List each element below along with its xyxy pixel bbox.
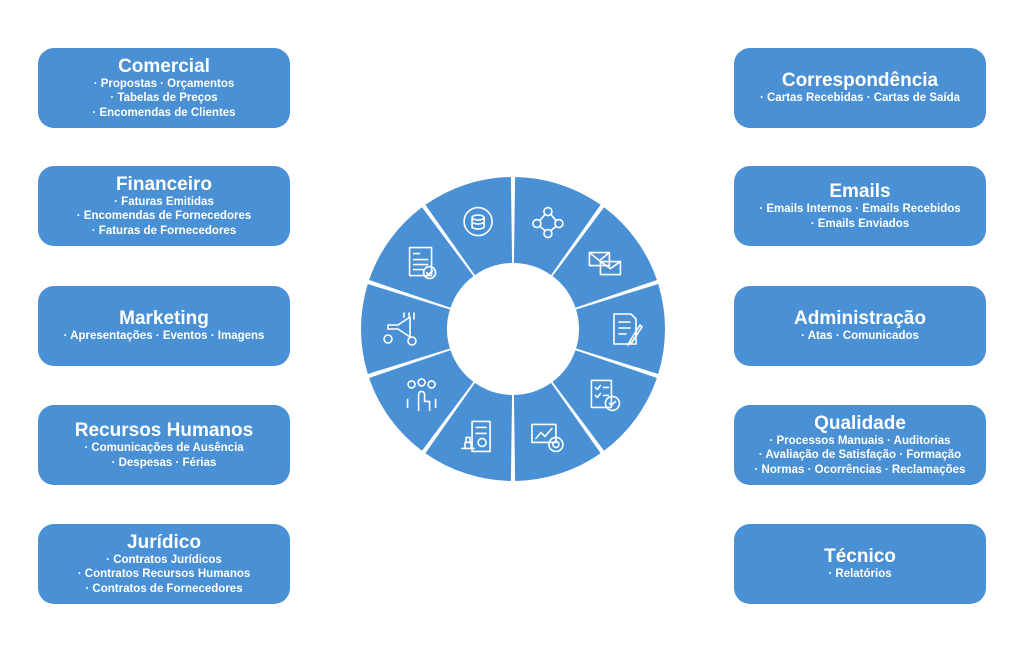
category-item-line: · Emails Internos · Emails Recebidos — [759, 203, 961, 215]
category-item-line: · Encomendas de Clientes — [92, 106, 236, 119]
category-item-line: · Processos Manuais · Auditorias — [769, 434, 951, 447]
category-item-line: · Comunicações de Ausência — [84, 442, 244, 454]
category-item-line: · Tabelas de Preços — [110, 92, 218, 105]
department-wheel — [361, 177, 665, 481]
category-title: Marketing — [119, 308, 209, 330]
wheel-segment — [576, 284, 665, 374]
category-title: Técnico — [824, 546, 896, 568]
category-card-marketing: Marketing· Apresentações · Eventos · Ima… — [38, 286, 290, 366]
wheel-segment — [369, 350, 474, 451]
marketing-megaphone-icon — [383, 312, 417, 346]
category-card-qualidade: Qualidade· Processos Manuais · Auditoria… — [734, 405, 986, 485]
category-item-line: · Atas · Comunicados — [801, 330, 919, 343]
wheel-segment — [513, 177, 601, 276]
category-card-recursos-humanos: Recursos Humanos· Comunicações de Ausênc… — [38, 405, 290, 485]
wheel-segment — [552, 207, 657, 308]
category-title: Comercial — [118, 55, 210, 77]
category-title: Administração — [794, 308, 926, 330]
wheel-segment — [425, 177, 513, 276]
category-item-line: · Apresentações · Eventos · Imagens — [63, 330, 265, 343]
wheel-segment — [425, 382, 513, 481]
technical-report-icon — [531, 423, 564, 453]
category-item-line: · Emails Enviados — [810, 217, 910, 230]
wheel-segment — [513, 382, 601, 481]
category-title: Emails — [829, 181, 891, 202]
category-item-line: · Contratos Jurídicos — [106, 553, 222, 566]
category-item-line: · Contratos de Fornecedores — [85, 582, 243, 595]
document-edit-icon — [613, 313, 643, 346]
category-title: Recursos Humanos — [74, 420, 254, 441]
category-item-line: · Normas · Ocorrências · Reclamações — [754, 463, 966, 476]
category-card-juridico: Jurídico· Contratos Jurídicos · Contratos… — [38, 524, 290, 604]
category-item-line: · Relatórios — [828, 568, 892, 581]
email-exchange-icon — [588, 251, 622, 276]
category-card-tecnico: Técnico· Relatórios — [734, 524, 986, 604]
human-resources-icon — [406, 378, 437, 412]
category-title: Qualidade — [814, 412, 906, 434]
finance-coins-icon — [463, 206, 493, 237]
category-title: Correspondência — [781, 70, 939, 92]
category-card-emails: Emails· Emails Internos · Emails Recebid… — [734, 166, 986, 246]
category-item-line: · Cartas Recebidas · Cartas de Saída — [759, 92, 961, 105]
invoice-euro-icon — [408, 246, 437, 280]
category-item-line: · Encomendas de Fornecedores — [76, 210, 252, 223]
wheel-segment — [361, 284, 450, 374]
category-item-line: · Faturas Emitidas — [114, 195, 214, 208]
organization-network-icon — [532, 206, 564, 239]
category-card-financeiro: Financeiro· Faturas Emitidas · Encomendas… — [38, 166, 290, 246]
category-item-line: · Avaliação de Satisfação · Formação — [758, 449, 962, 462]
category-title: Financeiro — [115, 173, 213, 195]
category-item-line: · Propostas · Orçamentos — [93, 77, 235, 90]
wheel-segment — [369, 207, 474, 308]
category-item-line: · Contratos Recursos Humanos — [77, 568, 251, 581]
category-card-administracao: Administração· Atas · Comunicados — [734, 286, 986, 366]
category-item-line: · Despesas · Férias — [111, 456, 217, 469]
wheel-segment — [552, 350, 657, 451]
quality-checklist-icon — [590, 379, 621, 412]
category-card-correspondencia: Correspondência· Cartas Recebidas · Cart… — [734, 48, 986, 128]
category-title: Jurídico — [127, 531, 201, 553]
legal-contract-stamp-icon — [461, 420, 491, 453]
category-card-comercial: Comercial· Propostas · Orçamentos · Tabel… — [38, 48, 290, 128]
category-item-line: · Faturas de Fornecedores — [91, 224, 237, 237]
